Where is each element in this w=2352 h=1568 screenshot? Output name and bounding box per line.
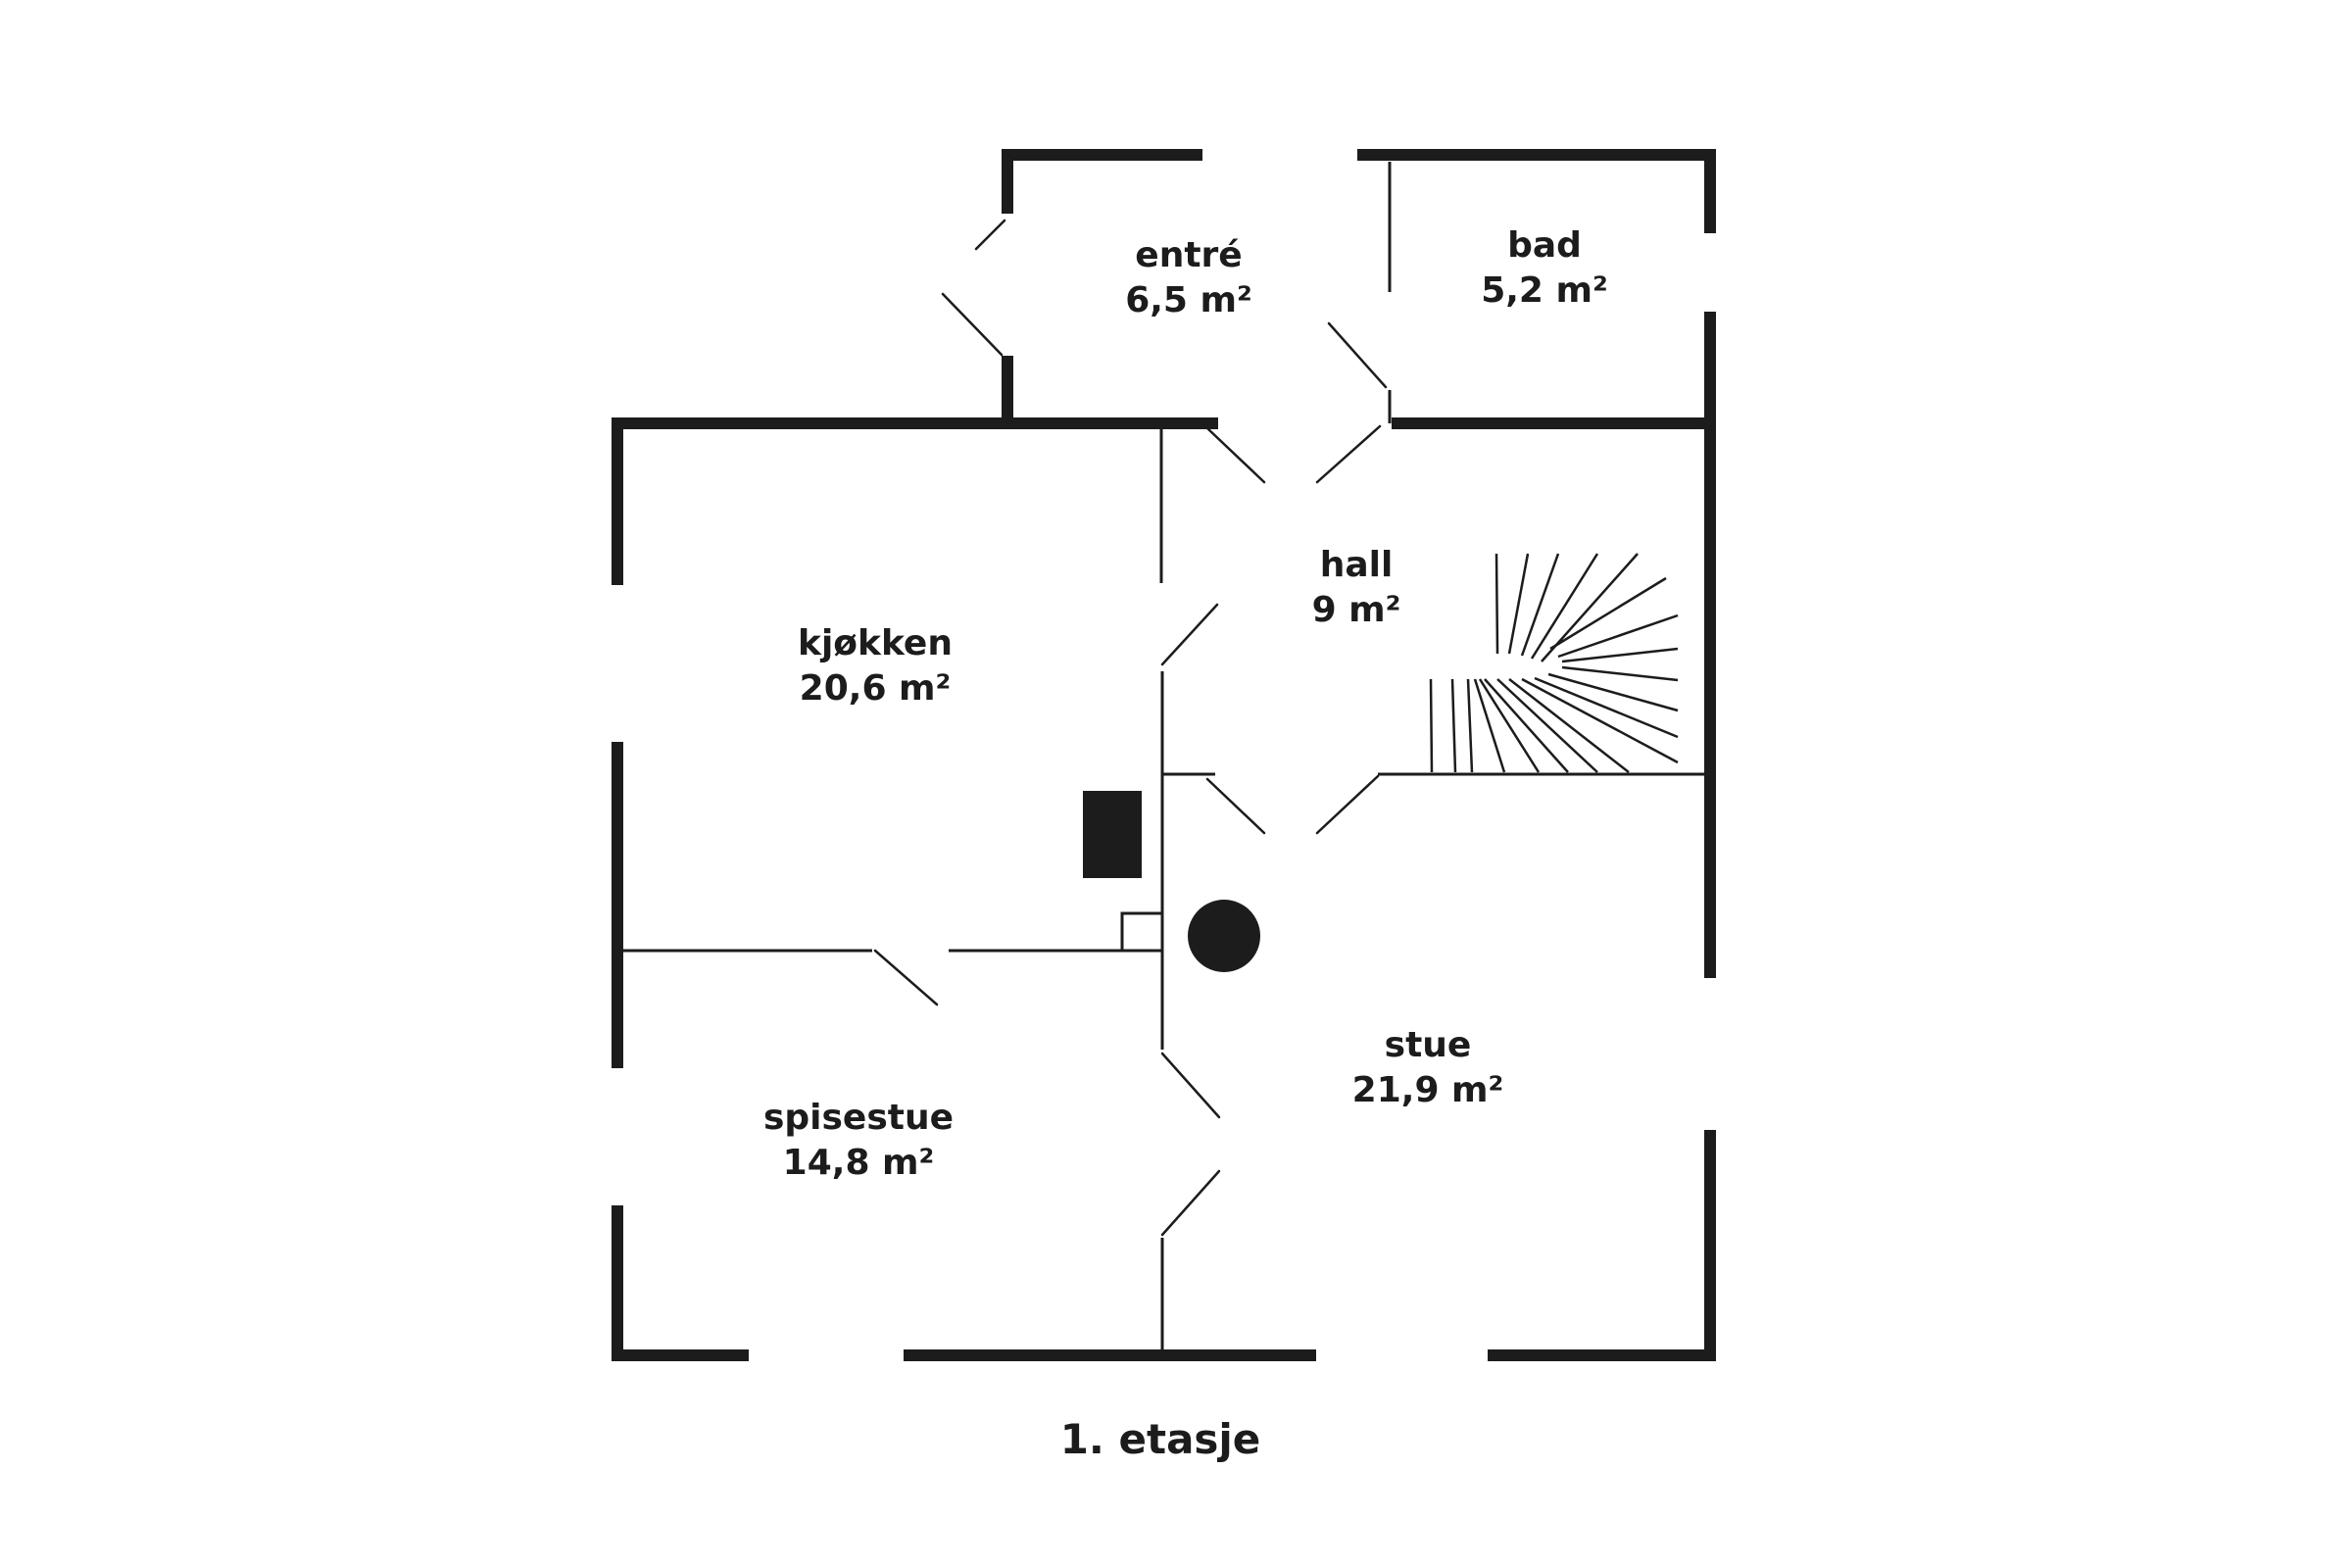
room-area-bad: 5,2 m² [1481,270,1608,311]
wood-stove [1188,900,1260,972]
exterior-walls [612,149,1716,1361]
interior-walls [623,162,1704,1349]
room-name-entre: entré [1135,235,1242,275]
staircase [1429,553,1679,773]
room-area-stue: 21,9 m² [1352,1070,1504,1110]
room-name-hall: hall [1320,545,1394,585]
room-area-kjokken: 20,6 m² [800,668,952,709]
room-labels: entré 6,5 m² bad 5,2 m² hall 9 m² kjøkke… [763,225,1608,1183]
floor-label: 1. etasje [1060,1415,1261,1463]
room-area-spisestue: 14,8 m² [783,1143,935,1183]
room-area-hall: 9 m² [1312,590,1401,630]
kitchen-appliance [1083,791,1142,878]
room-name-kjokken: kjøkken [798,623,953,663]
room-name-bad: bad [1507,225,1582,266]
room-name-stue: stue [1385,1025,1472,1065]
room-area-entre: 6,5 m² [1125,280,1252,320]
room-name-spisestue: spisestue [763,1098,954,1138]
door-swings [873,219,1388,1237]
